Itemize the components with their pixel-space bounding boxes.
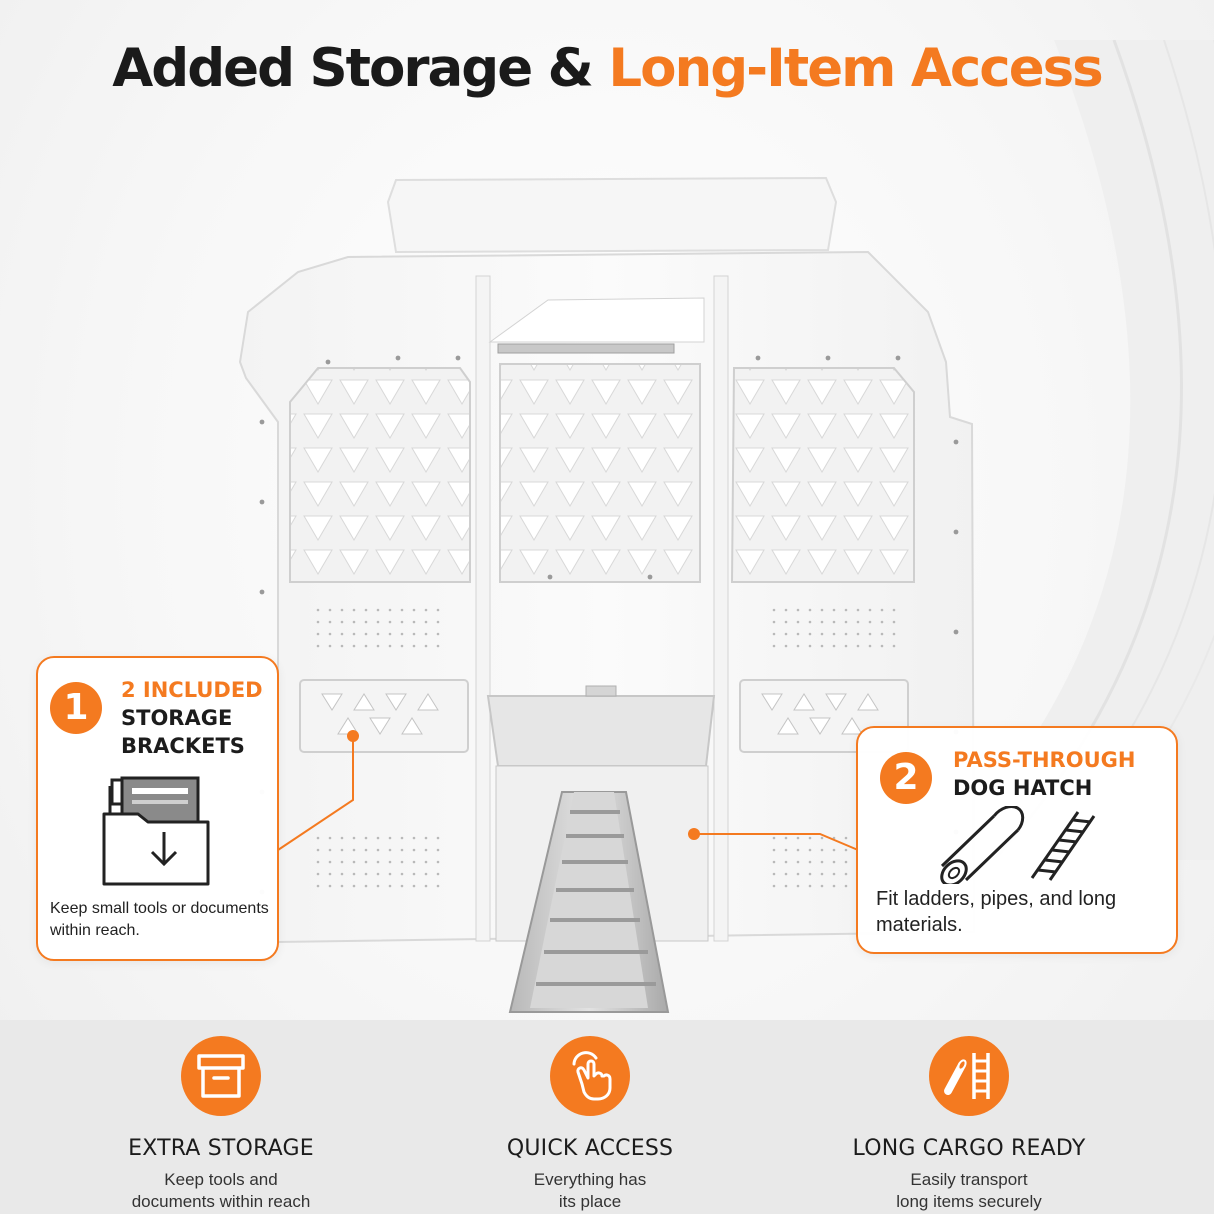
partition-wall-image [238,176,976,1013]
feature-icon-badge [550,1036,630,1116]
callout-title-accent: PASS-THROUGH [953,748,1136,772]
hand-tap-icon [572,1051,612,1101]
title-part-dark: Added Storage & [112,38,594,99]
feature-icon-badge [181,1036,261,1116]
callout-number-badge: 2 [880,752,932,804]
pipe-and-ladder-icon [940,806,1096,884]
feature-description-line2: long items securely [896,1192,1042,1211]
page-title: Added Storage & Long-Item Access [0,38,1214,99]
feature-description-line1: Everything has [533,1170,647,1189]
storage-box-icon [197,1054,245,1098]
feature-long-cargo-ready: LONG CARGO READY Easily transport long i… [809,1036,1129,1213]
feature-icon-badge [929,1036,1009,1116]
callout-description: Keep small tools or documents within rea… [50,900,269,939]
feature-description-line2: documents within reach [131,1192,311,1211]
callout-title-line1: STORAGE [121,706,233,730]
callout-title-accent: 2 INCLUDED [121,678,263,702]
callout-title-line2: BRACKETS [121,734,245,758]
feature-extra-storage: EXTRA STORAGE Keep tools and documents w… [61,1036,381,1213]
feature-quick-access: QUICK ACCESS Everything has its place [430,1036,750,1213]
feature-title: QUICK ACCESS [506,1136,674,1161]
callout-description: Fit ladders, pipes, and long materials. [876,888,1117,936]
callout-title-line1: DOG HATCH [953,776,1093,800]
feature-description-line1: Easily transport [910,1170,1028,1189]
callout-storage-brackets: 1 2 INCLUDED STORAGE BRACKETS Keep small… [36,656,279,961]
callout-number-badge: 1 [50,682,102,734]
feature-title: LONG CARGO READY [852,1136,1086,1161]
feature-description-line1: Keep tools and [164,1170,278,1189]
feature-title: EXTRA STORAGE [128,1136,314,1161]
feature-description-line2: its place [558,1192,622,1211]
callout-dog-hatch: 2 PASS-THROUGH DOG HATCH Fit ladders, pi… [856,726,1178,954]
folder-download-icon [102,776,210,886]
ladder-pipe-icon [944,1053,990,1099]
title-part-accent: Long-Item Access [608,38,1103,99]
